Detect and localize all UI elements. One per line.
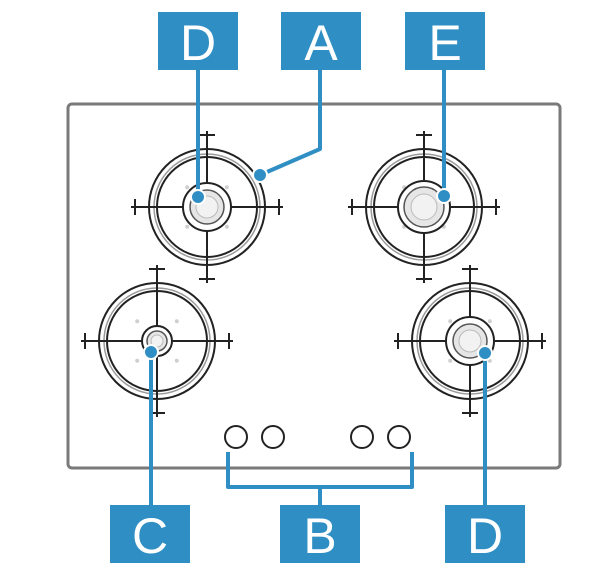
- leader-dot: [436, 188, 452, 204]
- leader-dot: [190, 189, 206, 205]
- control-knob[interactable]: [387, 425, 411, 449]
- flame-hole: [174, 358, 179, 363]
- flame-hole: [185, 185, 190, 190]
- callout-bottom-right: D: [445, 505, 525, 564]
- flame-hole: [174, 319, 179, 324]
- flame-hole: [448, 358, 453, 363]
- callout-label: C: [132, 508, 168, 564]
- flame-hole: [487, 319, 492, 324]
- callout-top-left: D: [158, 12, 238, 71]
- callout-label: E: [428, 15, 461, 71]
- leader-dot: [477, 345, 493, 361]
- leader-line-top-middle: [259, 70, 322, 177]
- leader-dot: [143, 344, 159, 360]
- leader-lines: [149, 70, 487, 505]
- flame-hole: [135, 319, 140, 324]
- callout-label: B: [303, 508, 336, 564]
- leader-dots: [143, 167, 493, 361]
- callout-top-middle: A: [281, 12, 361, 71]
- control-knob[interactable]: [261, 425, 285, 449]
- callout-top-right: E: [405, 12, 485, 71]
- callout-label: D: [467, 508, 503, 564]
- burner-cap-core: [410, 193, 438, 221]
- flame-hole: [135, 358, 140, 363]
- control-knob[interactable]: [224, 425, 248, 449]
- burner-cap-core: [458, 329, 482, 353]
- callout-bottom-left: C: [110, 505, 190, 564]
- callout-bottom-middle: B: [280, 505, 360, 564]
- flame-hole: [224, 224, 229, 229]
- flame-hole: [224, 185, 229, 190]
- flame-hole: [185, 224, 190, 229]
- callout-label: D: [180, 15, 216, 71]
- leader-dot: [252, 167, 268, 183]
- control-knobs: [224, 425, 411, 449]
- control-knob[interactable]: [350, 425, 374, 449]
- flame-hole: [448, 319, 453, 324]
- callout-label: A: [304, 15, 338, 71]
- top-right-burner: [348, 131, 500, 283]
